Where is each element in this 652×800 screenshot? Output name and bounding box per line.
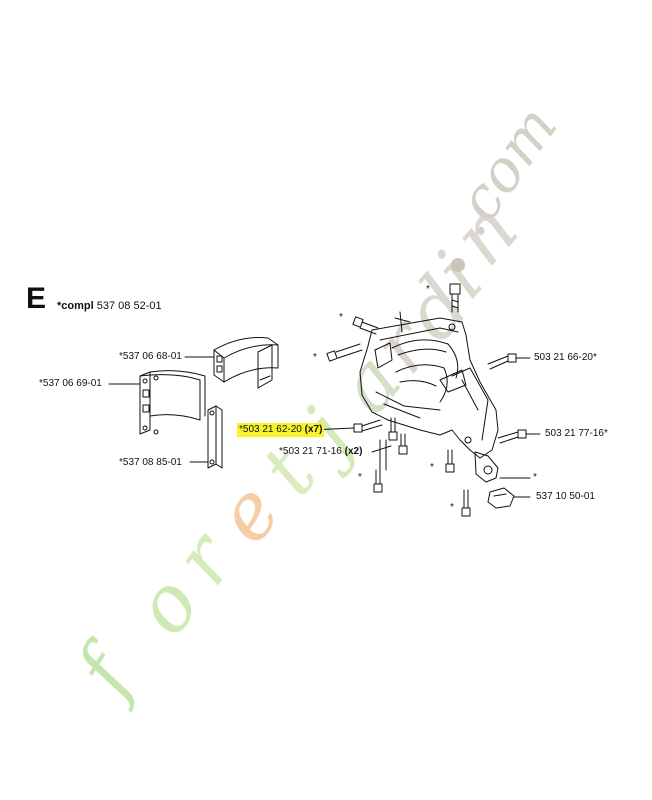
part-label-537-08-85-01: *537 08 85-01 xyxy=(119,457,182,468)
part-537-06-69-01-shape xyxy=(139,370,206,435)
star-marker: * xyxy=(533,472,537,483)
bolt-503-21-66-20 xyxy=(487,353,531,370)
part-537-06-68-01-shape xyxy=(213,337,279,389)
bolt-lower-left xyxy=(373,469,383,493)
part-label-537-06-68-01: *537 06 68-01 xyxy=(119,351,182,362)
part-label-503-21-62-20: *503 21 62-20 (x7) xyxy=(237,423,325,437)
star-marker: * xyxy=(313,352,317,363)
kit-label: *compl xyxy=(57,300,94,312)
part-number: *503 21 62-20 xyxy=(239,424,302,435)
part-label-503-21-77-16: 503 21 77-16* xyxy=(545,428,608,439)
part-label-537-06-69-01: *537 06 69-01 xyxy=(39,378,102,389)
bolt-503-21-62-20 xyxy=(353,419,383,433)
bolt-upper-left xyxy=(352,316,379,335)
bolt-top xyxy=(449,283,461,313)
part-label-503-21-66-20: 503 21 66-20* xyxy=(534,352,597,363)
part-quantity: (x7) xyxy=(304,424,323,435)
bolts-503-21-71-16 xyxy=(379,417,408,481)
part-537-10-50-01-shape xyxy=(487,487,531,509)
leader-lines-left xyxy=(108,356,215,463)
bolt-lower-middle xyxy=(445,449,455,473)
kit-number: 537 08 52-01 xyxy=(96,300,162,312)
bolt-503-21-77-16 xyxy=(497,429,541,444)
star-marker: * xyxy=(426,284,430,295)
main-housing-shape xyxy=(359,311,499,483)
part-label-503-21-71-16: *503 21 71-16 (x2) xyxy=(279,446,362,458)
section-letter: E xyxy=(26,282,47,315)
star-marker: * xyxy=(450,502,454,513)
star-marker: * xyxy=(339,312,343,323)
part-quantity: (x2) xyxy=(344,446,363,457)
star-marker: * xyxy=(430,462,434,473)
part-537-08-85-01-shape xyxy=(207,405,223,469)
bolt-bottom xyxy=(461,489,471,517)
part-number: *503 21 71-16 xyxy=(279,446,342,457)
bolt-left xyxy=(326,343,363,362)
part-label-537-10-50-01: 537 10 50-01 xyxy=(536,491,595,502)
section-title: *compl 537 08 52-01 xyxy=(57,300,162,312)
star-marker: * xyxy=(358,472,362,483)
